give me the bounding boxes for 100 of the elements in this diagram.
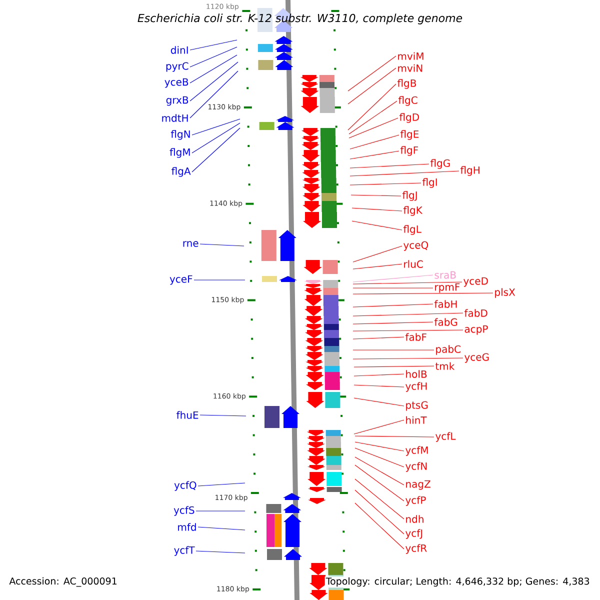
leader-line bbox=[348, 100, 398, 134]
leader-line bbox=[348, 56, 396, 92]
gene-label: yceQ bbox=[404, 241, 428, 251]
gene-label: yceD bbox=[464, 277, 488, 287]
leader-line bbox=[354, 366, 434, 368]
leader-line bbox=[354, 478, 404, 520]
leader-line bbox=[348, 84, 396, 130]
gene-label: yceG bbox=[464, 353, 489, 363]
summary-label: Topology: circular; Length: 4,646,332 bp; Genes: 4,383 bbox=[324, 576, 591, 588]
leader-line bbox=[352, 322, 434, 324]
gene-label: pyrC bbox=[166, 62, 188, 72]
gene-label: dinI bbox=[170, 46, 188, 54]
leader-line bbox=[192, 118, 240, 136]
gene-label: ycfN bbox=[406, 462, 427, 472]
gene-label: nagZ bbox=[406, 480, 430, 490]
gene-label: tmk bbox=[435, 362, 455, 370]
leader-line bbox=[196, 510, 246, 512]
gene-label: rpmF bbox=[435, 283, 460, 293]
leader-line bbox=[350, 134, 400, 150]
gene-label: ptsG bbox=[406, 401, 428, 411]
leader-line bbox=[198, 526, 246, 530]
gene-label: mviN bbox=[398, 64, 422, 72]
gene-label: ycfQ bbox=[174, 481, 196, 491]
leader-line bbox=[350, 150, 400, 160]
leader-line bbox=[192, 122, 240, 154]
gene-label: ycfS bbox=[174, 506, 194, 516]
gene-label: flgH bbox=[460, 166, 480, 176]
gene-label: mfd bbox=[178, 523, 196, 531]
leader-line bbox=[350, 170, 460, 176]
gene-label: fabF bbox=[405, 333, 426, 341]
title: Escherichia coli str. K-12 substr. W3110, complete genome bbox=[138, 14, 462, 24]
gene-label: flgJ bbox=[402, 191, 417, 201]
gene-label: mviM bbox=[398, 52, 424, 60]
leader-line bbox=[348, 68, 396, 104]
gene-label: plsX bbox=[495, 288, 516, 298]
gene-label: yceF bbox=[170, 275, 192, 285]
leader-line bbox=[354, 442, 404, 452]
leader-line bbox=[354, 420, 404, 434]
leader-line bbox=[354, 436, 434, 438]
gene-label: ycfM bbox=[406, 446, 428, 456]
gene-label: flgI bbox=[422, 178, 437, 188]
leader-line bbox=[352, 292, 494, 294]
gene-label: pabC bbox=[436, 345, 460, 355]
gene-label: yceB bbox=[164, 78, 188, 88]
leader-line bbox=[352, 246, 402, 262]
gene-label: flgM bbox=[170, 148, 190, 158]
gene-label: ycfJ bbox=[406, 529, 422, 539]
leader-line bbox=[354, 398, 404, 406]
leader-line bbox=[352, 358, 464, 360]
gene-label: rne bbox=[183, 241, 198, 247]
gene-label: rluC bbox=[404, 260, 423, 268]
leader-line bbox=[190, 62, 238, 102]
leader-line bbox=[200, 414, 246, 416]
gene-label: flgG bbox=[430, 159, 450, 169]
leader-line bbox=[352, 336, 404, 340]
leader-line bbox=[352, 264, 402, 270]
leader-line bbox=[352, 312, 464, 316]
leader-line bbox=[348, 118, 398, 138]
gene-label: fabG bbox=[434, 318, 458, 326]
leader-line bbox=[354, 464, 404, 502]
leader-line bbox=[350, 194, 402, 196]
gene-label: flgN bbox=[170, 130, 190, 140]
leader-line bbox=[352, 304, 434, 308]
leader-line bbox=[354, 374, 404, 376]
leader-line bbox=[192, 128, 240, 172]
leader-line bbox=[350, 182, 422, 186]
leader-line bbox=[352, 208, 402, 212]
gene-label: flgA bbox=[172, 167, 191, 177]
leader-line bbox=[190, 70, 238, 118]
leader-line bbox=[350, 164, 430, 168]
gene-label: grxB bbox=[166, 96, 188, 106]
gene-label: hinT bbox=[406, 416, 427, 424]
gene-label: holB bbox=[406, 370, 427, 378]
gene-label: ycfL bbox=[436, 432, 456, 442]
gene-label: ycfP bbox=[406, 496, 426, 506]
leader-line bbox=[354, 502, 404, 550]
leader-line bbox=[190, 46, 238, 68]
leader-line bbox=[352, 274, 434, 282]
leader-line bbox=[200, 244, 244, 246]
gene-label: fabD bbox=[464, 309, 488, 317]
gene-label: flgL bbox=[403, 225, 422, 235]
gene-label: mdtH bbox=[162, 114, 188, 122]
gene-label: fabH bbox=[434, 300, 457, 308]
gene-label: ycfT bbox=[174, 546, 195, 556]
leader-line bbox=[352, 330, 464, 332]
leader-line bbox=[190, 40, 238, 50]
leader-line bbox=[352, 220, 402, 230]
gene-label: flgB bbox=[397, 79, 416, 89]
gene-label: flgD bbox=[399, 113, 419, 123]
leader-line bbox=[354, 448, 404, 468]
gene-label: sraB bbox=[434, 271, 456, 279]
gene-label: flgF bbox=[400, 146, 418, 156]
accession-label: Accession: AC_000091 bbox=[9, 577, 117, 587]
gene-label: ycfH bbox=[406, 382, 427, 392]
leader-line bbox=[354, 384, 404, 388]
gene-label: fhuE bbox=[176, 411, 198, 419]
gene-label: flgC bbox=[398, 96, 418, 106]
leader-line bbox=[354, 456, 404, 486]
leader-line bbox=[198, 482, 246, 486]
leader-line bbox=[354, 490, 404, 534]
